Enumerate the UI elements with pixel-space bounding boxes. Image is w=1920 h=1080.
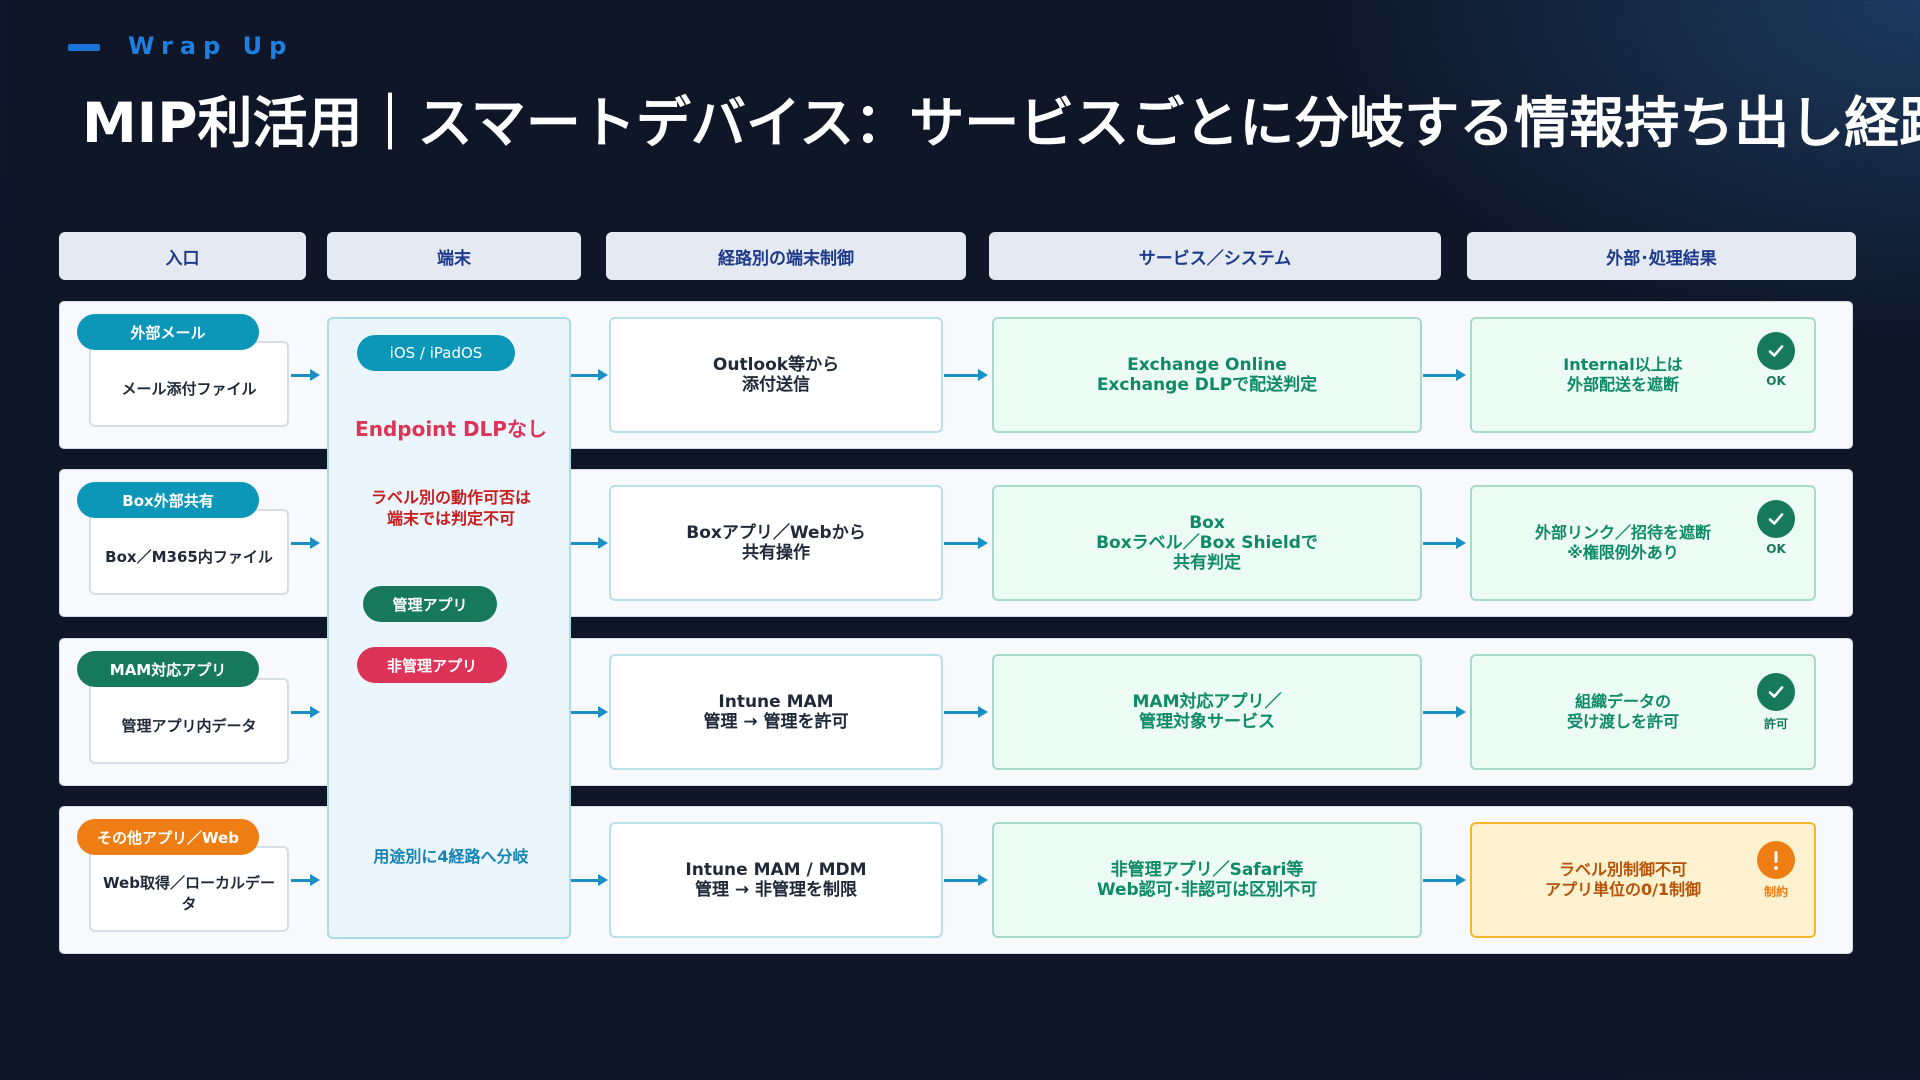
entry-source-box: Box／M365内ファイル: [89, 509, 289, 595]
result-line: 受け渡しを許可: [1566, 712, 1679, 731]
entry-source-box: Web取得／ローカルデータ: [89, 846, 289, 932]
result-line: ※権限例外あり: [1567, 543, 1679, 562]
device-warning-line: 端末では判定不可: [386, 509, 515, 528]
result-box: 組織データの 受け渡しを許可: [1470, 654, 1816, 770]
control-box: Intune MAM 管理 → 管理を許可: [609, 654, 943, 770]
entry-tag: Box外部共有: [77, 482, 259, 518]
eyebrow-label: Wrap Up: [128, 32, 294, 60]
entry-source-label: Box／M365内ファイル: [105, 547, 273, 566]
flow-arrow: [944, 369, 988, 381]
flow-arrow: [944, 537, 988, 549]
entry-source-label: 管理アプリ内データ: [121, 716, 257, 735]
flow-arrow: [291, 369, 320, 381]
branch-note: 用途別に4経路へ分岐: [373, 847, 529, 866]
column-header-device: 端末: [327, 232, 581, 280]
flow-arrow: [571, 537, 608, 549]
flow-arrow: [1423, 537, 1466, 549]
device-warning: ラベル別の動作可否は 端末では判定不可: [329, 487, 573, 529]
status-label: 制約: [1763, 885, 1788, 899]
status-label: 許可: [1763, 717, 1788, 731]
control-line: 共有操作: [742, 543, 810, 563]
service-line: 非管理アプリ／Safari等: [1110, 860, 1304, 880]
flow-arrow: [1423, 369, 1466, 381]
managed-app-badge: 管理アプリ: [363, 586, 497, 622]
control-line: 管理 → 管理を許可: [703, 712, 849, 732]
check-icon: [1757, 500, 1795, 538]
service-box: Box Boxラベル／Box Shieldで 共有判定: [992, 485, 1422, 601]
unmanaged-app-badge: 非管理アプリ: [357, 647, 507, 683]
service-line: Web認可･非認可は区別不可: [1096, 880, 1318, 900]
result-line: アプリ単位の0/1制御: [1544, 880, 1702, 899]
control-line: Outlook等から: [712, 355, 840, 375]
column-header-entry: 入口: [59, 232, 306, 280]
control-line: Intune MAM / MDM: [685, 860, 867, 880]
flow-arrow: [944, 706, 988, 718]
column-header-result: 外部･処理結果: [1467, 232, 1856, 280]
check-icon: [1757, 673, 1795, 711]
control-line: 添付送信: [742, 375, 810, 395]
eyebrow-accent-bar: [68, 44, 100, 51]
entry-source-label: メール添付ファイル: [121, 379, 257, 398]
control-line: Intune MAM: [718, 692, 834, 712]
flow-arrow: [291, 706, 320, 718]
page-title: MIP利活用｜スマートデバイス：サービスごとに分岐する情報持ち出し経路: [82, 91, 1920, 155]
service-line: Exchange DLPで配送判定: [1096, 375, 1318, 395]
service-line: Boxラベル／Box Shieldで: [1096, 533, 1318, 553]
warning-icon: [1757, 841, 1795, 879]
result-box: 外部リンク／招待を遮断 ※権限例外あり: [1470, 485, 1816, 601]
result-box-warning: ラベル別制御不可 アプリ単位の0/1制御: [1470, 822, 1816, 938]
entry-tag: MAM対応アプリ: [77, 651, 259, 687]
flow-arrow: [291, 874, 320, 886]
column-header-control: 経路別の端末制御: [606, 232, 966, 280]
device-panel: iOS / iPadOS Endpoint DLPなし ラベル別の動作可否は 端…: [327, 317, 571, 939]
control-line: Boxアプリ／Webから: [686, 523, 866, 543]
service-line: 共有判定: [1173, 553, 1241, 573]
flow-arrow: [291, 537, 320, 549]
service-line: Exchange Online: [1127, 355, 1287, 375]
service-line: Box: [1189, 513, 1225, 533]
service-box: 非管理アプリ／Safari等 Web認可･非認可は区別不可: [992, 822, 1422, 938]
entry-tag: その他アプリ／Web: [77, 819, 259, 855]
service-line: 管理対象サービス: [1139, 712, 1275, 732]
flow-arrow: [944, 874, 988, 886]
status-label: OK: [1766, 374, 1786, 388]
control-box: Intune MAM / MDM 管理 → 非管理を制限: [609, 822, 943, 938]
device-warning-line: ラベル別の動作可否は: [370, 488, 531, 507]
column-header-service: サービス／システム: [989, 232, 1441, 280]
flow-arrow: [1423, 874, 1466, 886]
result-line: 外部リンク／招待を遮断: [1534, 523, 1711, 542]
os-badge: iOS / iPadOS: [357, 335, 515, 371]
flow-arrow: [571, 874, 608, 886]
result-line: 組織データの: [1574, 692, 1671, 711]
flow-arrow: [571, 369, 608, 381]
result-line: Internal以上は: [1563, 355, 1683, 374]
result-line: ラベル別制御不可: [1558, 860, 1687, 879]
control-box: Outlook等から 添付送信: [609, 317, 943, 433]
result-line: 外部配送を遮断: [1566, 375, 1679, 394]
service-box: Exchange Online Exchange DLPで配送判定: [992, 317, 1422, 433]
service-box: MAM対応アプリ／ 管理対象サービス: [992, 654, 1422, 770]
dlp-status: Endpoint DLPなし: [355, 417, 547, 441]
check-icon: [1757, 332, 1795, 370]
entry-source-label: Web取得／ローカルデータ: [103, 874, 275, 913]
status-label: OK: [1766, 542, 1786, 556]
entry-source-box: 管理アプリ内データ: [89, 678, 289, 764]
result-box: Internal以上は 外部配送を遮断: [1470, 317, 1816, 433]
flow-arrow: [571, 706, 608, 718]
entry-tag: 外部メール: [77, 314, 259, 350]
entry-source-box: メール添付ファイル: [89, 341, 289, 427]
control-box: Boxアプリ／Webから 共有操作: [609, 485, 943, 601]
service-line: MAM対応アプリ／: [1132, 692, 1282, 712]
flow-arrow: [1423, 706, 1466, 718]
control-line: 管理 → 非管理を制限: [694, 880, 858, 900]
